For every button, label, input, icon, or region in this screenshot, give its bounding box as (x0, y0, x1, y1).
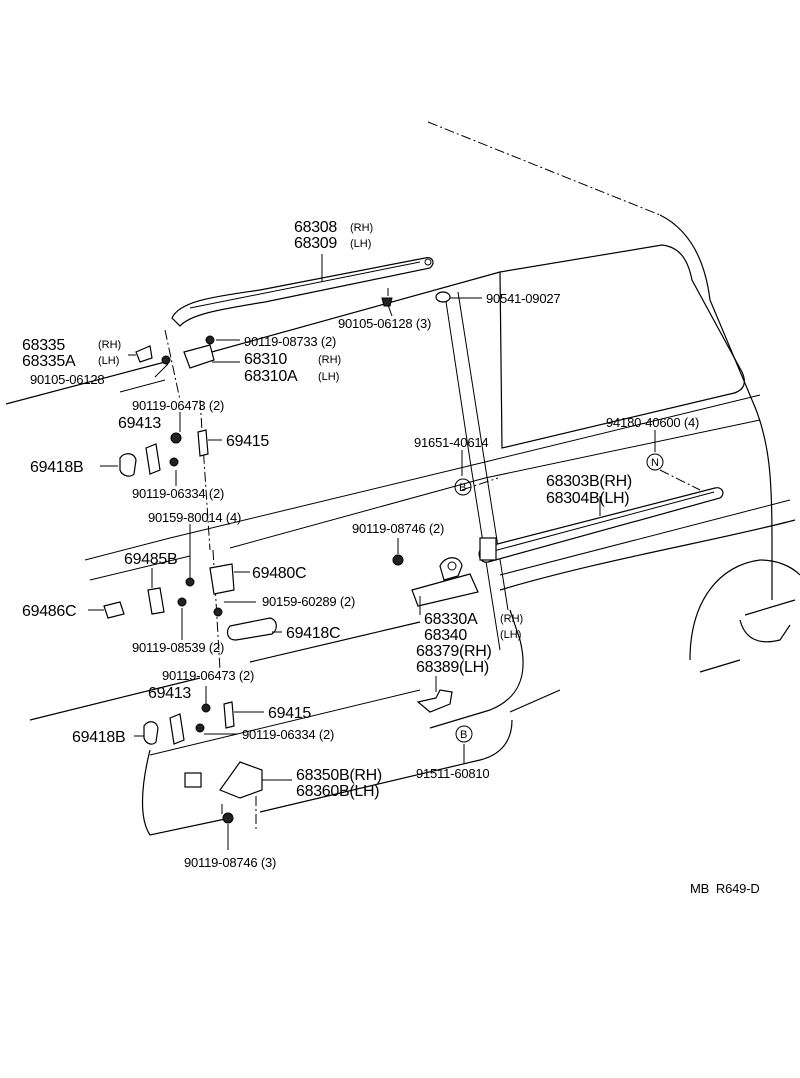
callout-69486c: 69486C (22, 603, 76, 620)
callout-68335a: 68335A (22, 353, 76, 370)
callout-labels: 68308 (RH) 68309 (LH) 90541-09027 90105-… (22, 219, 699, 870)
reference-code: MB R649-D (690, 881, 760, 896)
callout-91651-40614: 91651-40614 (414, 435, 488, 450)
callout-69413-upper: 69413 (118, 415, 161, 432)
callout-90159-60289: 90159-60289 (2) (262, 594, 355, 609)
svg-text:B: B (459, 482, 466, 494)
marker-n: N (646, 453, 664, 471)
callout-91511-60810: 91511-60810 (416, 766, 489, 781)
marker-b-upper: B (454, 478, 472, 496)
callout-68335-side: (RH) (98, 339, 121, 351)
callout-69418c: 69418C (286, 625, 340, 642)
callout-90159-80014: 90159-80014 (4) (148, 510, 241, 525)
callout-69415-upper: 69415 (226, 433, 269, 450)
callout-68379: 68379(RH) (416, 643, 492, 660)
callout-68335: 68335 (22, 337, 65, 354)
svg-text:B: B (460, 729, 467, 741)
callout-69418b-lower: 69418B (72, 729, 125, 746)
callout-90119-06473-lower: 90119-06473 (2) (162, 668, 254, 683)
callout-68309-side: (LH) (350, 238, 371, 250)
callout-68350b: 68350B(RH) (296, 767, 382, 784)
callout-68310a: 68310A (244, 368, 298, 385)
callout-68310a-side: (LH) (318, 371, 339, 383)
callout-90119-08733: 90119-08733 (2) (244, 334, 336, 349)
callout-90119-08539: 90119-08539 (2) (132, 640, 224, 655)
callout-68330a: 68330A (424, 611, 478, 628)
callout-68340: 68340 (424, 627, 467, 644)
callout-90119-06473-upper: 90119-06473 (2) (132, 398, 224, 413)
callout-69418b-upper: 69418B (30, 459, 83, 476)
rear-side-rail-68303b (478, 487, 724, 563)
callout-68304b: 68304B(LH) (546, 490, 629, 507)
callout-90119-06334-lower: 90119-06334 (2) (242, 727, 334, 742)
callout-68303b: 68303B(RH) (546, 473, 632, 490)
callout-90119-06334-upper: 90119-06334 (2) (132, 486, 224, 501)
callout-90119-08746-3: 90119-08746 (3) (184, 855, 276, 870)
callout-69480c: 69480C (252, 565, 306, 582)
callout-68360b: 68360B(LH) (296, 783, 379, 800)
callout-68310-side: (RH) (318, 354, 341, 366)
callout-68309: 68309 (294, 235, 337, 252)
small-hardware-parts (103, 291, 451, 745)
callout-90105-06128-3: 90105-06128 (3) (338, 316, 431, 331)
callout-90105-06128: 90105-06128 (30, 372, 104, 387)
lower-hinge-68350b (184, 761, 263, 824)
callout-68310: 68310 (244, 351, 287, 368)
circle-markers: B N B (454, 453, 664, 743)
callout-69415-lower: 69415 (268, 705, 311, 722)
roof-side-rail-68308 (171, 257, 434, 327)
callout-90119-08746-2: 90119-08746 (2) (352, 521, 444, 536)
callout-68308: 68308 (294, 219, 337, 236)
leader-lines (88, 254, 701, 850)
marker-b-lower: B (455, 725, 473, 743)
callout-90541-09027: 90541-09027 (486, 291, 560, 306)
callout-68308-side: (RH) (350, 222, 373, 234)
sliding-door-rollers (411, 557, 479, 713)
callout-69485b: 69485B (124, 551, 177, 568)
callout-69413-lower: 69413 (148, 685, 191, 702)
callout-68335a-side: (LH) (98, 355, 119, 367)
svg-text:N: N (651, 457, 659, 469)
callout-68340-side: (LH) (500, 629, 521, 641)
callout-68330a-side: (RH) (500, 613, 523, 625)
callout-94180-40600: 94180-40600 (4) (606, 415, 699, 430)
callout-68389: 68389(LH) (416, 659, 489, 676)
